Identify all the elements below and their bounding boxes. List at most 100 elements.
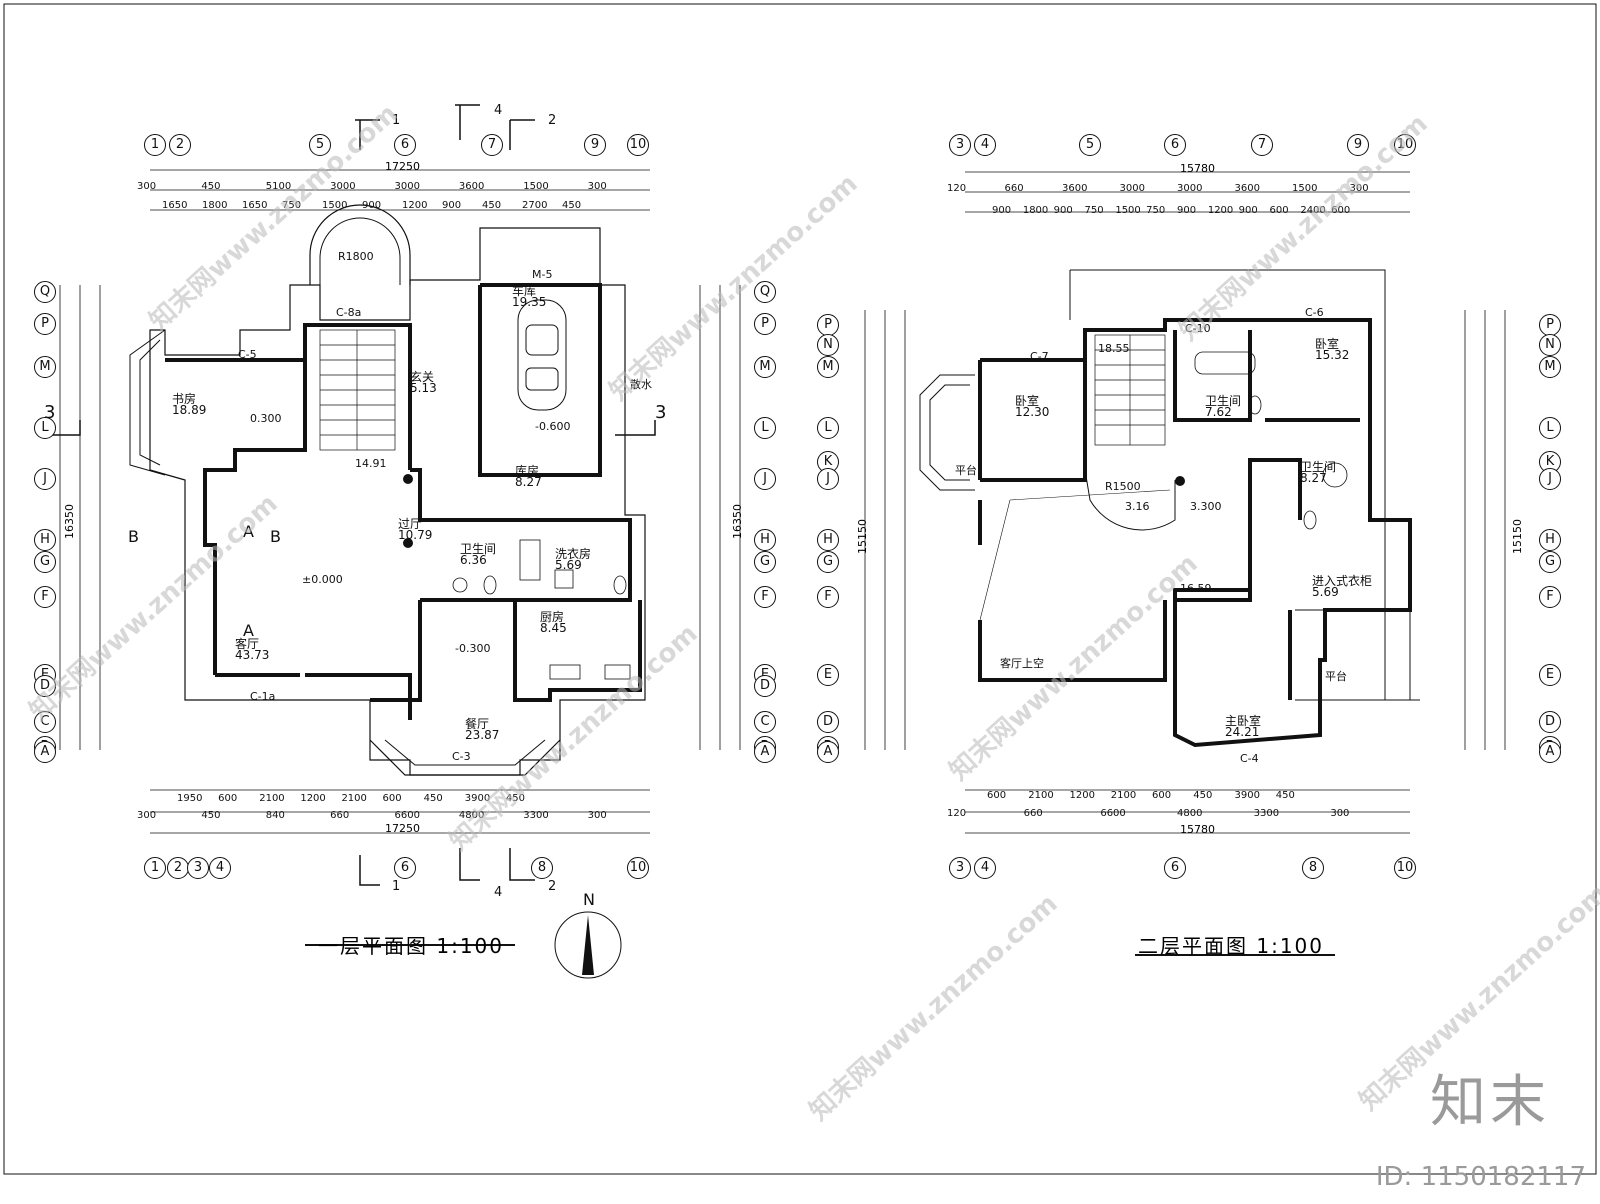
plan-annotation: 3.16 <box>1125 500 1150 513</box>
dimension-value: 660 <box>330 810 350 821</box>
room-area: 10.79 <box>398 528 433 542</box>
axis-bubble: A <box>817 741 839 763</box>
dimension-value: 450 <box>201 810 221 821</box>
axis-bubble: F <box>1539 586 1561 608</box>
dimension-value: 600 <box>987 790 1007 801</box>
room-name: 过厅 <box>398 517 423 531</box>
plan-annotation: 18.55 <box>1098 342 1130 355</box>
axis-bubble: 6 <box>1164 134 1186 156</box>
dimension-value: 3900 <box>464 793 491 804</box>
axis-bubble: 6 <box>394 857 416 879</box>
dimension-value: 2100 <box>1028 790 1054 801</box>
axis-bubble: P <box>754 313 776 335</box>
dimension-value: 1500 <box>1292 183 1318 194</box>
svg-text:4: 4 <box>494 885 502 900</box>
axis-bubble: 4 <box>974 134 996 156</box>
axis-bubble: N <box>817 334 839 356</box>
axis-bubble: L <box>34 417 56 439</box>
dimension-value: 1800 <box>1022 205 1049 216</box>
axis-bubble: 6 <box>1164 857 1186 879</box>
dimension-value: 660 <box>1023 808 1043 819</box>
plan-annotation: 平台 <box>955 464 977 477</box>
svg-text:A: A <box>243 522 254 541</box>
dimension-value: 450 <box>1275 790 1295 801</box>
dimension-value: 450 <box>201 181 221 192</box>
axis-bubble: P <box>817 314 839 336</box>
dimension-value: 2100 <box>341 793 367 804</box>
room-area: 15.32 <box>1315 348 1350 362</box>
plan-annotation: C-8a <box>336 306 362 319</box>
axis-bubble: H <box>754 529 776 551</box>
axis-bubble: H <box>1539 529 1561 551</box>
axis-bubble: J <box>754 468 776 490</box>
dimension-value: 3600 <box>1234 183 1260 194</box>
dimension-value: 450 <box>423 793 443 804</box>
axis-bubble: J <box>34 468 56 490</box>
axis-bubble: 7 <box>1251 134 1273 156</box>
room-area: 8.45 <box>540 621 567 635</box>
dimension-value: 3900 <box>1234 790 1260 801</box>
room-area: 19.35 <box>512 295 547 309</box>
plan-annotation: R1800 <box>338 250 374 263</box>
dimension-value: 450 <box>482 200 502 211</box>
axis-bubble: 10 <box>1394 857 1416 879</box>
svg-text:A: A <box>243 621 254 640</box>
axis-bubble: 8 <box>1302 857 1324 879</box>
right-overall-depth: 15150 <box>856 519 869 554</box>
axis-bubble: G <box>817 551 839 573</box>
plan-annotation: C-4 <box>1240 752 1259 765</box>
svg-text:3: 3 <box>655 402 666 423</box>
axis-bubble: E <box>1539 664 1561 686</box>
axis-bubble: M <box>34 356 56 378</box>
svg-text:2: 2 <box>548 113 556 128</box>
axis-bubble: 8 <box>531 857 553 879</box>
plan-annotation: 平台 <box>1325 670 1347 683</box>
dimension-value: 4800 <box>458 810 485 821</box>
room-area: 8.27 <box>1300 471 1327 485</box>
axis-bubble: A <box>754 741 776 763</box>
room-name: 厨房 <box>540 610 565 624</box>
dimension-value: 120 <box>947 183 967 194</box>
dimension-value: 600 <box>1331 205 1351 216</box>
dimension-value: 600 <box>1269 205 1289 216</box>
dimension-value: 600 <box>218 793 238 804</box>
dimension-value: 1200 <box>1069 790 1095 801</box>
room-area: 5.69 <box>555 558 582 572</box>
plan-annotation: C-7 <box>1030 350 1049 363</box>
dimension-value: 840 <box>265 810 285 821</box>
room-area: 8.27 <box>515 475 542 489</box>
room-name: 主卧室 <box>1225 714 1262 728</box>
room-area: 12.30 <box>1015 405 1050 419</box>
dimension-value: 1500 <box>523 181 549 192</box>
dimension-value: 3000 <box>330 181 356 192</box>
right-overall-width: 15780 <box>1180 162 1215 175</box>
axis-bubble: A <box>34 741 56 763</box>
axis-bubble: 2 <box>167 857 189 879</box>
axis-bubble: 1 <box>144 134 166 156</box>
axis-bubble: 2 <box>169 134 191 156</box>
first-floor-title: 一层平面图 1:100 <box>318 934 504 958</box>
axis-bubble: Q <box>34 281 56 303</box>
axis-bubble: 9 <box>1347 134 1369 156</box>
svg-text:4: 4 <box>494 103 502 118</box>
dimension-value: 900 <box>1053 205 1073 216</box>
axis-bubble: 5 <box>1079 134 1101 156</box>
axis-bubble: F <box>754 586 776 608</box>
dimension-value: 900 <box>1177 205 1197 216</box>
plan-annotation: C-5 <box>238 348 257 361</box>
plan-annotation: C-10 <box>1185 322 1211 335</box>
dimension-value: 1650 <box>242 200 268 211</box>
axis-bubble: 10 <box>627 857 649 879</box>
dimension-value: 120 <box>947 808 967 819</box>
plan-annotation: 客厅上空 <box>1000 657 1044 670</box>
svg-text:B: B <box>270 527 281 546</box>
image-id: ID: 1150182117 <box>1375 1162 1586 1192</box>
plan-annotation: C-1a <box>250 690 276 703</box>
axis-bubble: 3 <box>949 857 971 879</box>
dimension-value: 5100 <box>265 181 292 192</box>
axis-bubble: 1 <box>144 857 166 879</box>
room-name: 洗衣房 <box>555 547 592 561</box>
room-area: 43.73 <box>235 648 270 662</box>
